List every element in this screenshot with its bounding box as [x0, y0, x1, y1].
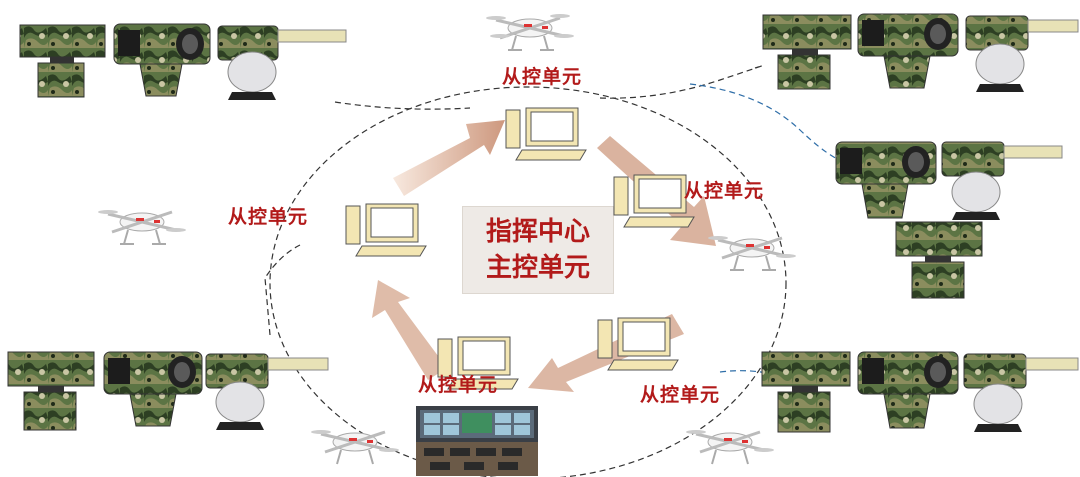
optical-unit-icon [857, 13, 959, 89]
computer-icon [345, 203, 427, 257]
computer-icon [597, 317, 679, 371]
command-center-line1: 指挥中心 [485, 217, 590, 247]
computer-icon [613, 174, 695, 228]
sub-unit-label-top: 从控单元 [502, 66, 583, 88]
equipment-group-top-right [762, 13, 1079, 92]
radar-unit-icon [761, 351, 851, 433]
link-top-right-black [599, 65, 763, 99]
radar-unit-icon [19, 24, 106, 98]
radar-unit-icon [762, 14, 852, 90]
optical-unit-icon [113, 23, 211, 97]
drone-icon [486, 14, 574, 51]
radar-unit-icon [7, 351, 95, 431]
equipment-group-bottom-left [7, 351, 329, 431]
sub-unit-label-left: 从控单元 [228, 206, 309, 228]
control-room-image [416, 406, 538, 476]
radar-unit-icon [895, 221, 983, 299]
drone-icon [686, 430, 774, 465]
command-center-label: 指挥中心 主控单元 [470, 214, 606, 286]
arrow-left-to-top [393, 120, 505, 196]
gun-unit-icon [965, 15, 1079, 92]
link-top-left [334, 101, 471, 110]
gun-unit-icon [217, 25, 347, 100]
optical-unit-icon [103, 351, 203, 427]
optical-unit-icon [857, 351, 959, 429]
equipment-group-right-middle [835, 141, 1063, 299]
network-ring [269, 86, 787, 477]
sub-unit-label-bottom-right: 从控单元 [640, 384, 721, 406]
command-center-line2: 主控单元 [485, 253, 590, 283]
equipment-group-top-left [19, 23, 347, 100]
sub-unit-label-right: 从控单元 [684, 180, 765, 202]
arrow-bottom-to-left [372, 280, 447, 380]
gun-unit-icon [963, 353, 1079, 432]
drone-icon [708, 236, 796, 271]
equipment-group-bottom-right [761, 351, 1079, 433]
gun-unit-icon [941, 141, 1063, 220]
sub-unit-label-bottom-left: 从控单元 [418, 374, 499, 396]
drone-icon [311, 430, 399, 465]
optical-unit-icon [835, 141, 937, 219]
link-left [264, 244, 301, 336]
computer-icon [437, 336, 519, 390]
command-center-box [462, 206, 614, 294]
drone-icon [98, 210, 186, 245]
gun-unit-icon [205, 353, 329, 430]
computer-icon [505, 107, 587, 161]
